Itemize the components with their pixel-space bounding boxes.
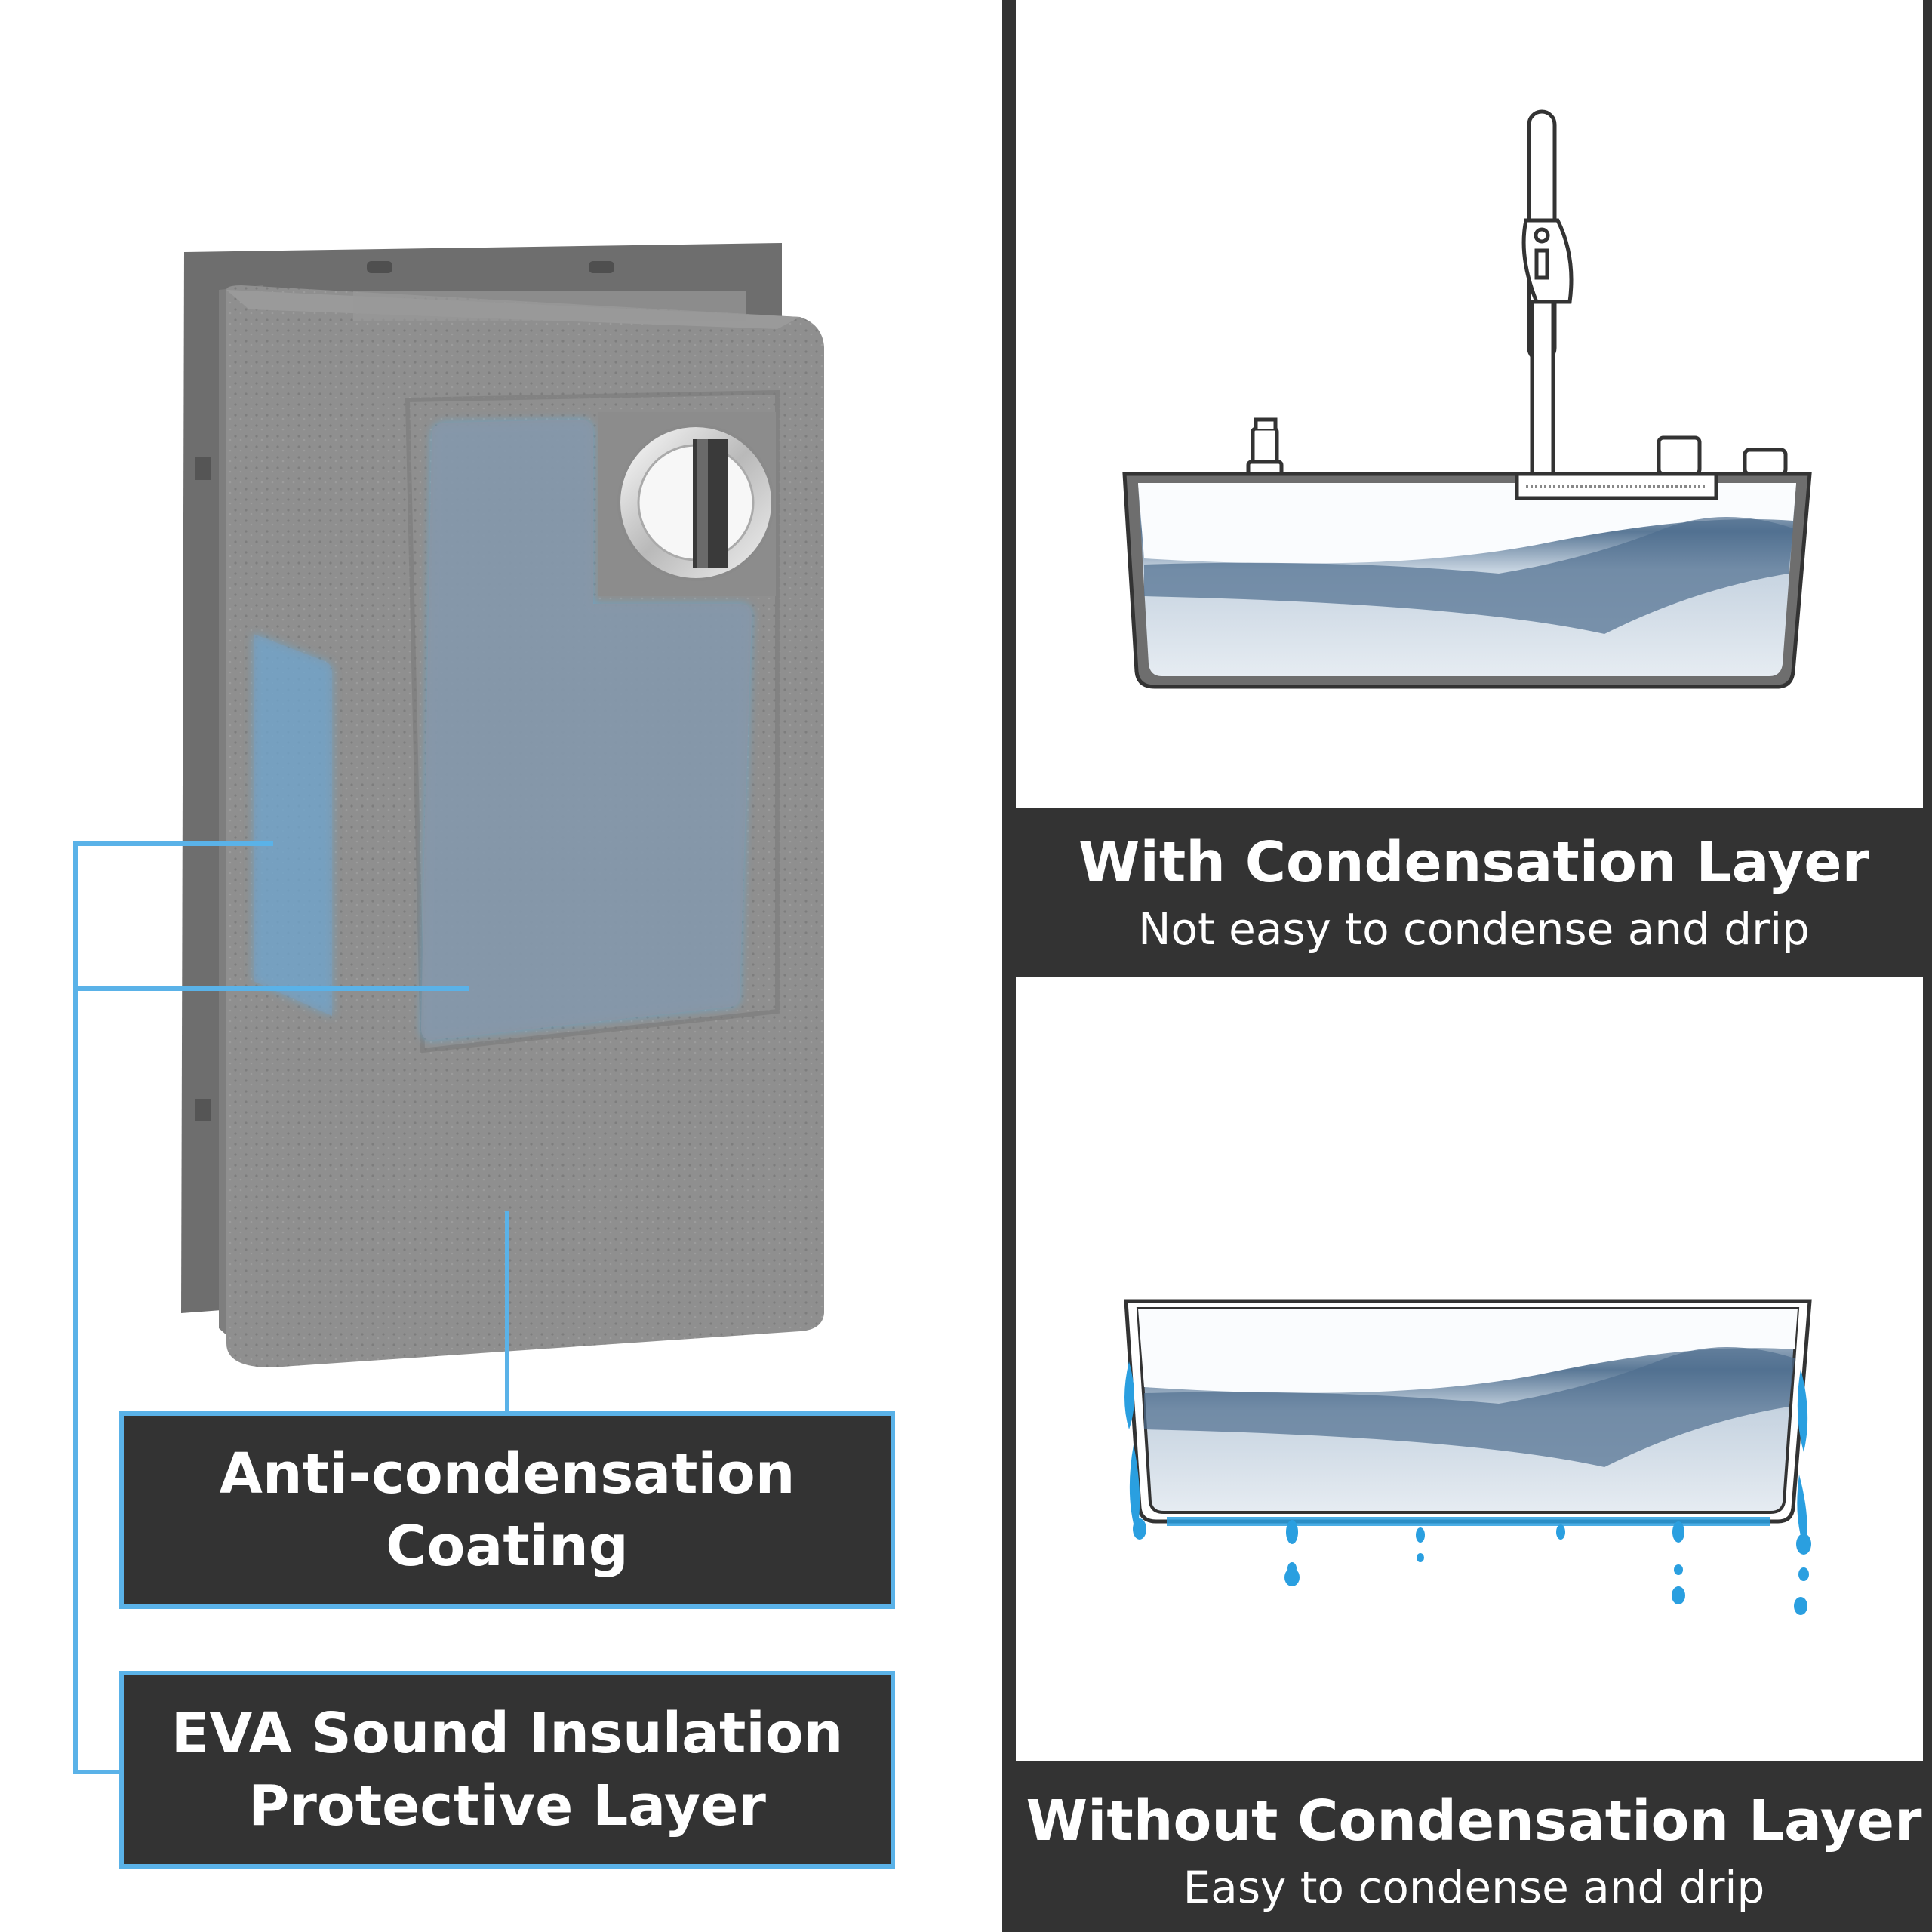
- without-layer-subtitle: Easy to condense and drip: [1183, 1862, 1765, 1913]
- callout-coating-line2: Coating: [386, 1514, 629, 1579]
- outlet-pipe-ring: [598, 412, 776, 596]
- panel-divider: [1002, 0, 1016, 1932]
- callout-coating-line1: Anti-condensation: [219, 1441, 795, 1506]
- without-layer-title: Without Condensation Layer: [1026, 1789, 1922, 1854]
- band-without-layer: Without Condensation Layer Easy to conde…: [1016, 1761, 1932, 1932]
- anti-condensation-coating-panel: [421, 420, 752, 1041]
- sink-with-layer-illustration: [1122, 109, 1812, 689]
- with-layer-title: With Condensation Layer: [1078, 830, 1870, 895]
- callout-eva-line1: EVA Sound Insulation: [171, 1701, 844, 1766]
- callout-anti-condensation-coating: Anti-condensation Coating: [119, 1411, 895, 1609]
- insulated-box-illustration: [73, 243, 824, 1774]
- soap-dispenser-icon: [1246, 417, 1284, 478]
- faucet-icon: [1521, 109, 1574, 478]
- sink-without-layer-illustration: [1124, 1299, 1812, 1615]
- eva-side-pad: [254, 634, 332, 1016]
- callout-leader-lines: [73, 841, 509, 1774]
- knob-icon: [1657, 435, 1702, 476]
- knob-icon: [1743, 448, 1788, 476]
- condensation-drip-icons: [1124, 1361, 1811, 1615]
- with-layer-subtitle: Not easy to condense and drip: [1138, 903, 1810, 955]
- band-with-layer: With Condensation Layer Not easy to cond…: [1016, 808, 1932, 977]
- callout-eva-layer: EVA Sound Insulation Protective Layer: [119, 1671, 895, 1869]
- callout-eva-line2: Protective Layer: [248, 1774, 766, 1838]
